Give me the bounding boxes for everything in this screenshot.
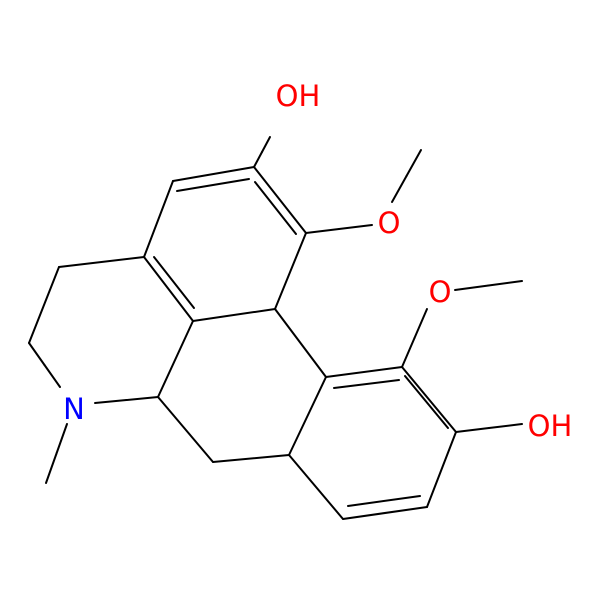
bond-a5-inner bbox=[153, 256, 195, 309]
atom-label-o-methoxy-top: O bbox=[378, 206, 401, 240]
bond-a1 bbox=[172, 166, 255, 182]
bond-a1-inner bbox=[176, 178, 250, 192]
bond-d4 bbox=[342, 506, 428, 520]
bond-d3 bbox=[426, 431, 457, 508]
bond-n-methyl-a bbox=[55, 423, 68, 455]
bond-ome-top-ch3-b bbox=[405, 149, 422, 177]
bond-d4-inner bbox=[347, 495, 421, 507]
bond-c3-b bbox=[43, 364, 61, 388]
bond-ome-right-a bbox=[401, 337, 416, 368]
bond-d5 bbox=[288, 454, 344, 520]
bond-ome-top-ch3-a bbox=[391, 175, 408, 203]
bond-d2-inner bbox=[404, 375, 449, 429]
bond-a2-inner bbox=[254, 181, 297, 235]
bond-b3 bbox=[288, 376, 327, 456]
bond-c5 bbox=[157, 320, 194, 398]
bond-d1-inner bbox=[333, 379, 400, 389]
bond-ome-right-ch3-b bbox=[487, 280, 523, 287]
atom-label-o-methoxy-right: O bbox=[429, 275, 452, 309]
bond-a2 bbox=[253, 166, 307, 234]
bond-n-methyl-b bbox=[45, 452, 58, 484]
bond-a6 bbox=[143, 180, 174, 258]
bond-d1 bbox=[325, 366, 403, 378]
bond-b2 bbox=[212, 454, 290, 463]
bond-d2 bbox=[401, 366, 457, 433]
bond-oh-top-a bbox=[253, 151, 263, 168]
bond-oh-right-a bbox=[455, 427, 490, 433]
atom-label-layer: OH O O OH N bbox=[63, 79, 572, 443]
bond-oh-top-b bbox=[261, 136, 271, 153]
bond-ome-right-b bbox=[413, 308, 428, 339]
bond-a5 bbox=[143, 256, 194, 322]
bond-a4 bbox=[192, 308, 276, 322]
bond-layer bbox=[28, 136, 523, 520]
atom-label-oh-top: OH bbox=[276, 79, 321, 113]
bond-ome-top-b bbox=[338, 224, 373, 230]
bond-oh-right-b bbox=[488, 423, 523, 429]
bond-ome-right-ch3-a bbox=[454, 284, 490, 291]
atom-label-n: N bbox=[63, 392, 85, 426]
bond-b4 bbox=[274, 308, 327, 378]
bond-c4-b bbox=[125, 396, 159, 401]
bond-a3 bbox=[274, 232, 307, 310]
bond-c2 bbox=[28, 266, 60, 344]
bond-b1 bbox=[157, 396, 214, 463]
bond-c3-a bbox=[28, 342, 46, 366]
bond-ome-top-a bbox=[305, 228, 340, 234]
atom-label-oh-right: OH bbox=[528, 409, 573, 443]
bond-c4-a bbox=[94, 399, 128, 404]
bond-c1 bbox=[58, 256, 145, 268]
